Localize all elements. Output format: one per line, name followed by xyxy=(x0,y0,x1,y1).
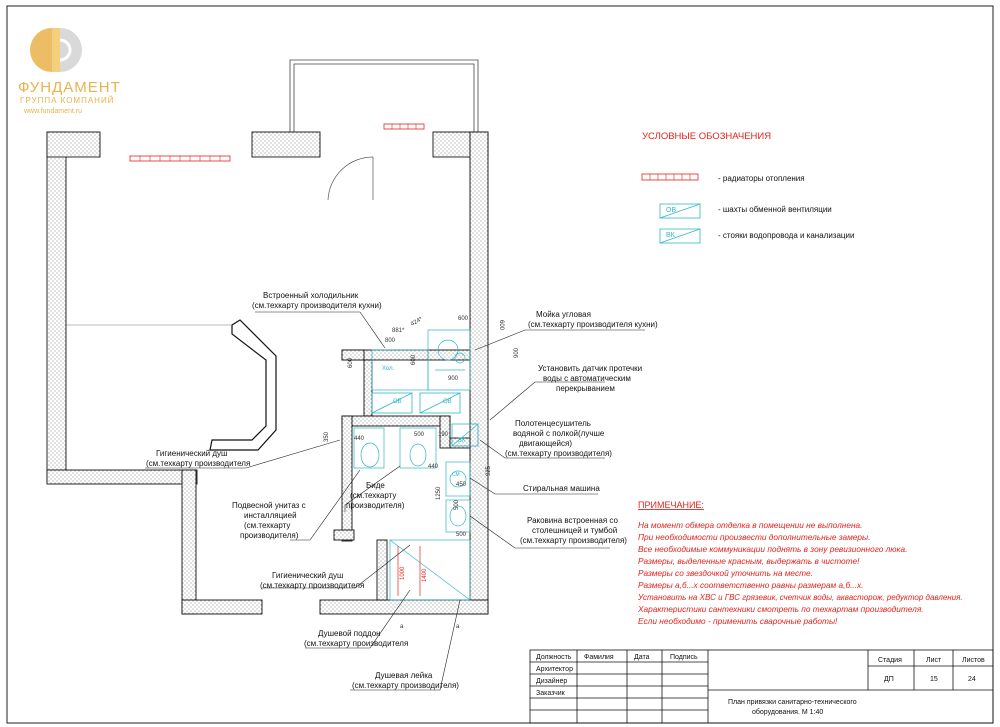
walls xyxy=(46,131,489,615)
notes-line: Установить на ХВС и ГВС грязевик, счетчи… xyxy=(637,593,963,602)
tb-role: Архитектор xyxy=(536,666,573,673)
callout-fridge: Встроенный холодильник(см.техкарту произ… xyxy=(252,291,382,310)
svg-text:600: 600 xyxy=(348,357,354,368)
svg-text:900: 900 xyxy=(448,376,459,382)
svg-text:1000: 1000 xyxy=(400,566,406,580)
svg-text:800: 800 xyxy=(385,338,396,344)
riser-label: ВК xyxy=(458,438,466,444)
kitchen-island xyxy=(209,319,277,451)
notes-line: Если необходимо - применить сварочные ра… xyxy=(638,616,838,626)
tb-role: Заказчик xyxy=(536,690,566,697)
tb-role: Дизайнер xyxy=(536,677,567,685)
washer-label: СМ xyxy=(452,472,460,478)
callout-shower-head: Душевая лейка(см.техкарту производителя) xyxy=(352,671,459,690)
svg-text:1400: 1400 xyxy=(422,568,428,582)
logo-name: ФУНДАМЕНТ xyxy=(18,79,121,96)
svg-text:440: 440 xyxy=(428,464,439,470)
dimensions: 881* 424* 600 600 600 900 900 800 440 35… xyxy=(324,316,520,630)
legend-riser-symbol: ВК xyxy=(666,232,676,239)
tb-header: Фамилия xyxy=(584,654,614,661)
tb-stage-value: 15 xyxy=(930,676,938,683)
tb-header: Подпись xyxy=(670,654,698,661)
tb-stage-header: Лист xyxy=(926,657,942,664)
svg-text:881*: 881* xyxy=(392,328,405,334)
fridge-label: Хол. xyxy=(382,366,395,372)
svg-text:190: 190 xyxy=(438,432,449,438)
svg-text:450: 450 xyxy=(456,482,467,488)
vent-shaft-icon xyxy=(371,203,701,414)
callout-shower-tray: Душевой поддон(см.техкарту производителя xyxy=(304,629,408,648)
svg-text:а: а xyxy=(400,624,404,630)
legend-title: УСЛОВНЫЕ ОБОЗНАЧЕНИЯ xyxy=(642,131,771,142)
tb-stage-header: Стадия xyxy=(878,657,902,664)
svg-text:424*: 424* xyxy=(410,316,424,328)
kitchen-corner-cabinet xyxy=(371,329,471,391)
legend-vent-symbol: ОВ xyxy=(666,207,676,214)
tb-header: Дата xyxy=(634,654,650,661)
company-logo xyxy=(30,28,82,72)
bathroom-fixtures xyxy=(353,427,471,601)
svg-text:500: 500 xyxy=(414,432,425,438)
water-riser-icon xyxy=(451,228,701,447)
notes-line: Размеры а,б...х соответственно равны раз… xyxy=(638,580,864,590)
sheet-border xyxy=(6,5,994,724)
callout-sink: Мойка угловая(см.техкарту производителя … xyxy=(528,310,658,329)
legend-vent-text: - шахты обменной вентиляции xyxy=(718,205,832,214)
notes-title: ПРИМЕЧАНИЕ: xyxy=(638,500,704,510)
svg-text:а: а xyxy=(456,624,460,630)
notes-line: Характеристики сантехники смотреть по те… xyxy=(637,604,924,614)
title-block xyxy=(529,649,994,724)
svg-text:500: 500 xyxy=(454,499,460,510)
svg-text:350: 350 xyxy=(324,431,330,442)
svg-text:600: 600 xyxy=(411,354,417,365)
notes-line: Размеры, выделенные красным, выдержать в… xyxy=(638,556,860,566)
vent-label: ОВ xyxy=(443,399,452,405)
logo-url: www.fundament.ru xyxy=(23,108,82,115)
legend-radiator-text: - радиаторы отопления xyxy=(718,174,805,183)
notes-line: На момент обмера отделка в помещении не … xyxy=(638,520,862,530)
tb-stage-value: 24 xyxy=(968,676,976,683)
tb-stage-header: Листов xyxy=(962,657,985,664)
callout-washing-machine: Стиральная машина xyxy=(523,484,600,493)
svg-text:440: 440 xyxy=(354,436,365,442)
leader-lines xyxy=(145,311,645,691)
radiator-icon xyxy=(129,123,699,181)
svg-text:500: 500 xyxy=(456,532,467,538)
svg-text:925: 925 xyxy=(486,465,492,476)
legend-riser-text: - стояки водопровода и канализации xyxy=(718,231,854,240)
balcony xyxy=(289,59,479,132)
callout-hygienic-shower-2: Гигиенический душ(см.техкарту производит… xyxy=(260,571,364,590)
notes-line: Размеры со звездочкой уточнить на месте. xyxy=(638,568,813,578)
vent-label: ОВ xyxy=(393,399,402,405)
notes-line: При необходимости произвести дополнитель… xyxy=(638,532,870,542)
svg-text:900: 900 xyxy=(514,347,520,358)
tb-header: Должность xyxy=(536,654,572,661)
callout-hygienic-shower-1: Гигиенический душ(см.техкарту производит… xyxy=(146,449,250,468)
balcony-door xyxy=(327,156,374,201)
svg-text:600: 600 xyxy=(498,320,504,331)
svg-text:600: 600 xyxy=(458,316,469,322)
tb-stage-value: ДП xyxy=(884,676,894,683)
svg-text:1250: 1250 xyxy=(436,486,442,500)
logo-subtitle: ГРУППА КОМПАНИЙ xyxy=(20,96,114,105)
notes-line: Все необходимые коммуникации поднять в з… xyxy=(638,544,907,554)
